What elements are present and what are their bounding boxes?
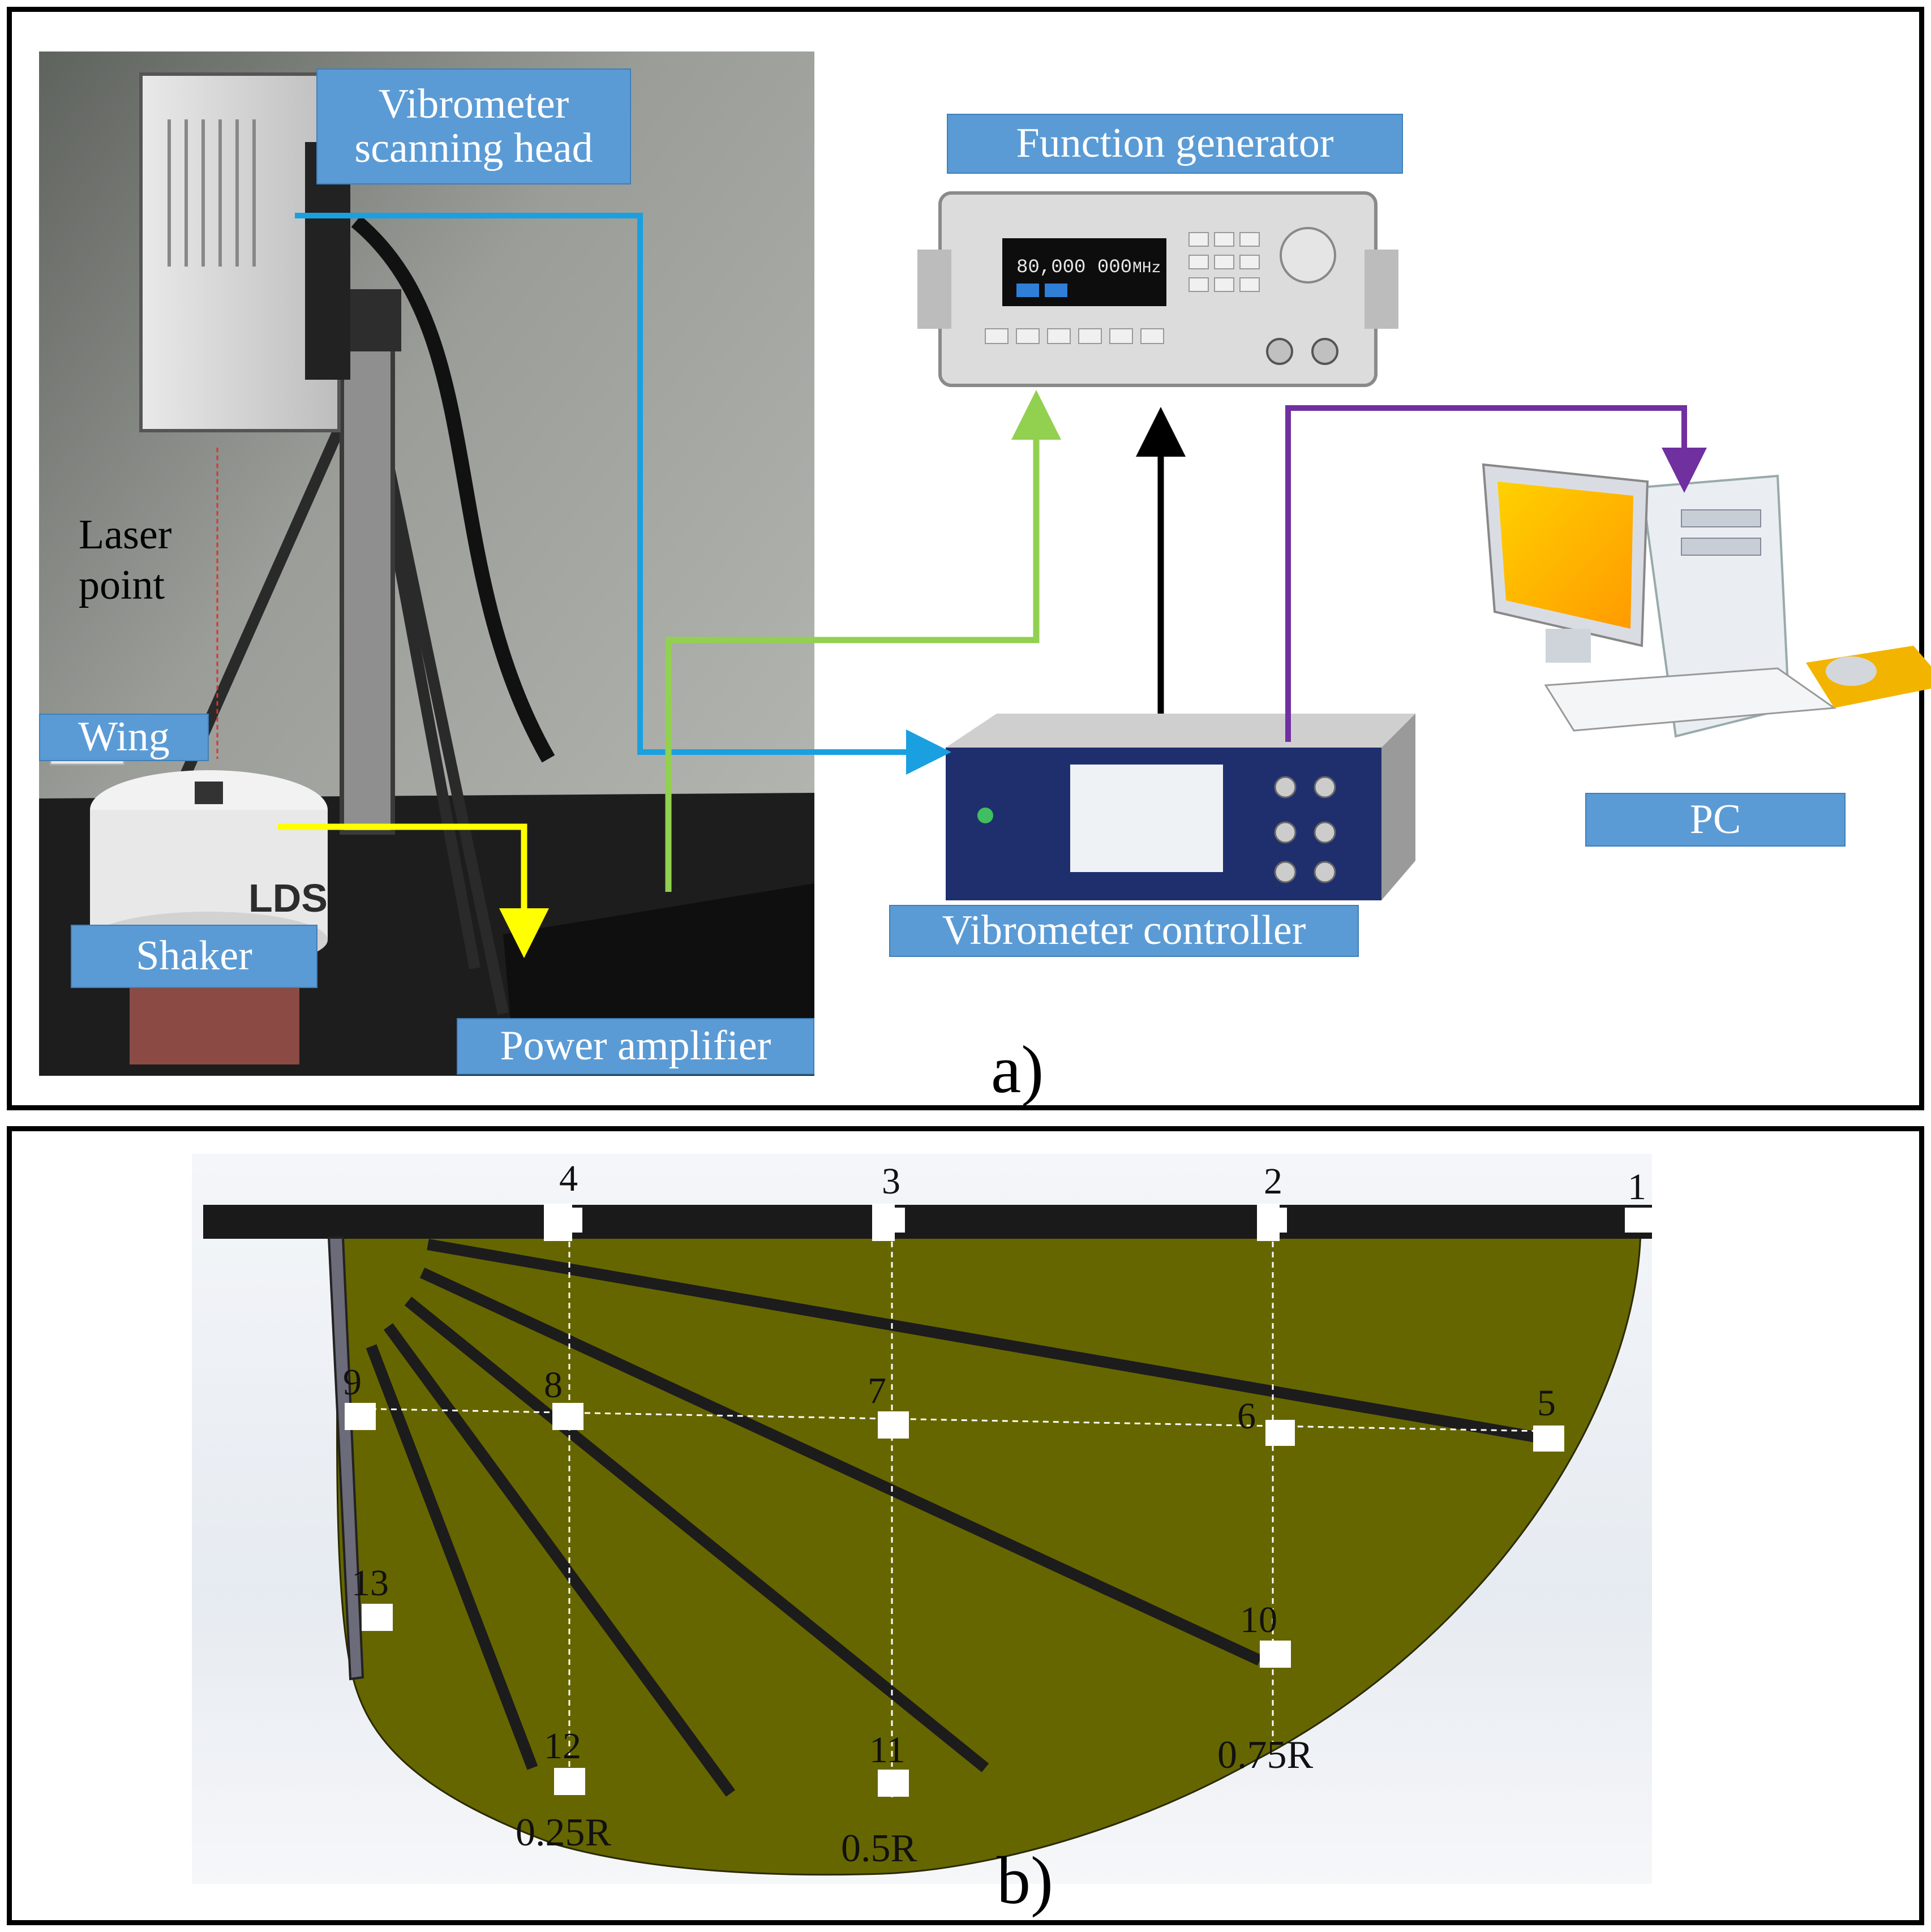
point-label-11: 11 [869,1729,906,1771]
panel-b-letter: b) [997,1843,1053,1918]
arrow-amplifier-to-generator [665,390,1061,892]
point-label-8: 8 [544,1364,563,1406]
point-label-7: 7 [868,1370,886,1411]
label-pc: PC [1585,793,1846,847]
point-label-9: 9 [343,1362,362,1403]
generator-readout: 80,000 000 [1016,257,1132,278]
label-laser-point-line2: point [79,561,165,608]
span-label-075: 0.75R [1217,1733,1314,1777]
panel-a-letter: a) [991,1032,1044,1107]
point-label-10: 10 [1240,1599,1277,1641]
shaker-brand-label: LDS [248,876,328,920]
point-label-13: 13 [351,1562,389,1604]
label-laser-point-line1: Laser [79,512,172,558]
measurement-points [345,1208,1652,1797]
point-label-12: 12 [544,1725,581,1767]
label-vibrometer-head-line2: scanning head [354,124,593,171]
arrow-head-to-controller [295,213,951,775]
connection-arrows [278,213,1707,958]
label-vibrometer-head: Vibrometer scanning head [316,68,631,184]
wing-veins [366,1239,1552,1797]
pc-device [1482,463,1931,738]
point-label-3: 3 [882,1161,900,1202]
function-generator-device: 80,000 000 MHz [917,191,1398,387]
label-power-amplifier: Power amplifier [457,1018,814,1075]
label-function-generator: Function generator [947,114,1403,174]
vibrometer-controller-device [946,714,1415,900]
label-wing: Wing [39,714,209,761]
point-label-4: 4 [559,1158,578,1199]
point-label-5: 5 [1537,1383,1556,1424]
label-laser-point: Laser point [79,510,171,611]
point-label-6: 6 [1237,1396,1256,1437]
label-vibrometer-head-line1: Vibrometer [378,80,569,127]
panel-b: 1 2 3 4 5 6 7 8 9 10 11 12 13 0.25R 0.5R… [7,1126,1924,1925]
arrow-shaker-to-amplifier [278,823,549,958]
arrow-generator-to-pc [1285,405,1707,742]
panel-a: LDS 80,000 000 MHz [7,7,1931,1110]
span-label-05: 0.5R [841,1827,917,1870]
span-label-025: 0.25R [516,1811,612,1854]
span-grid-lines [350,1242,1546,1799]
point-label-1: 1 [1628,1166,1646,1208]
point-label-2: 2 [1264,1161,1282,1202]
generator-unit: MHz [1132,260,1161,277]
wing-membrane [336,1229,1642,1876]
label-vibrometer-controller: Vibrometer controller [889,905,1359,957]
leading-edge-bar [203,1205,1652,1239]
label-shaker: Shaker [71,925,317,988]
wing-diagram: 1 2 3 4 5 6 7 8 9 10 11 12 13 0.25R 0.5R… [192,1154,1652,1884]
